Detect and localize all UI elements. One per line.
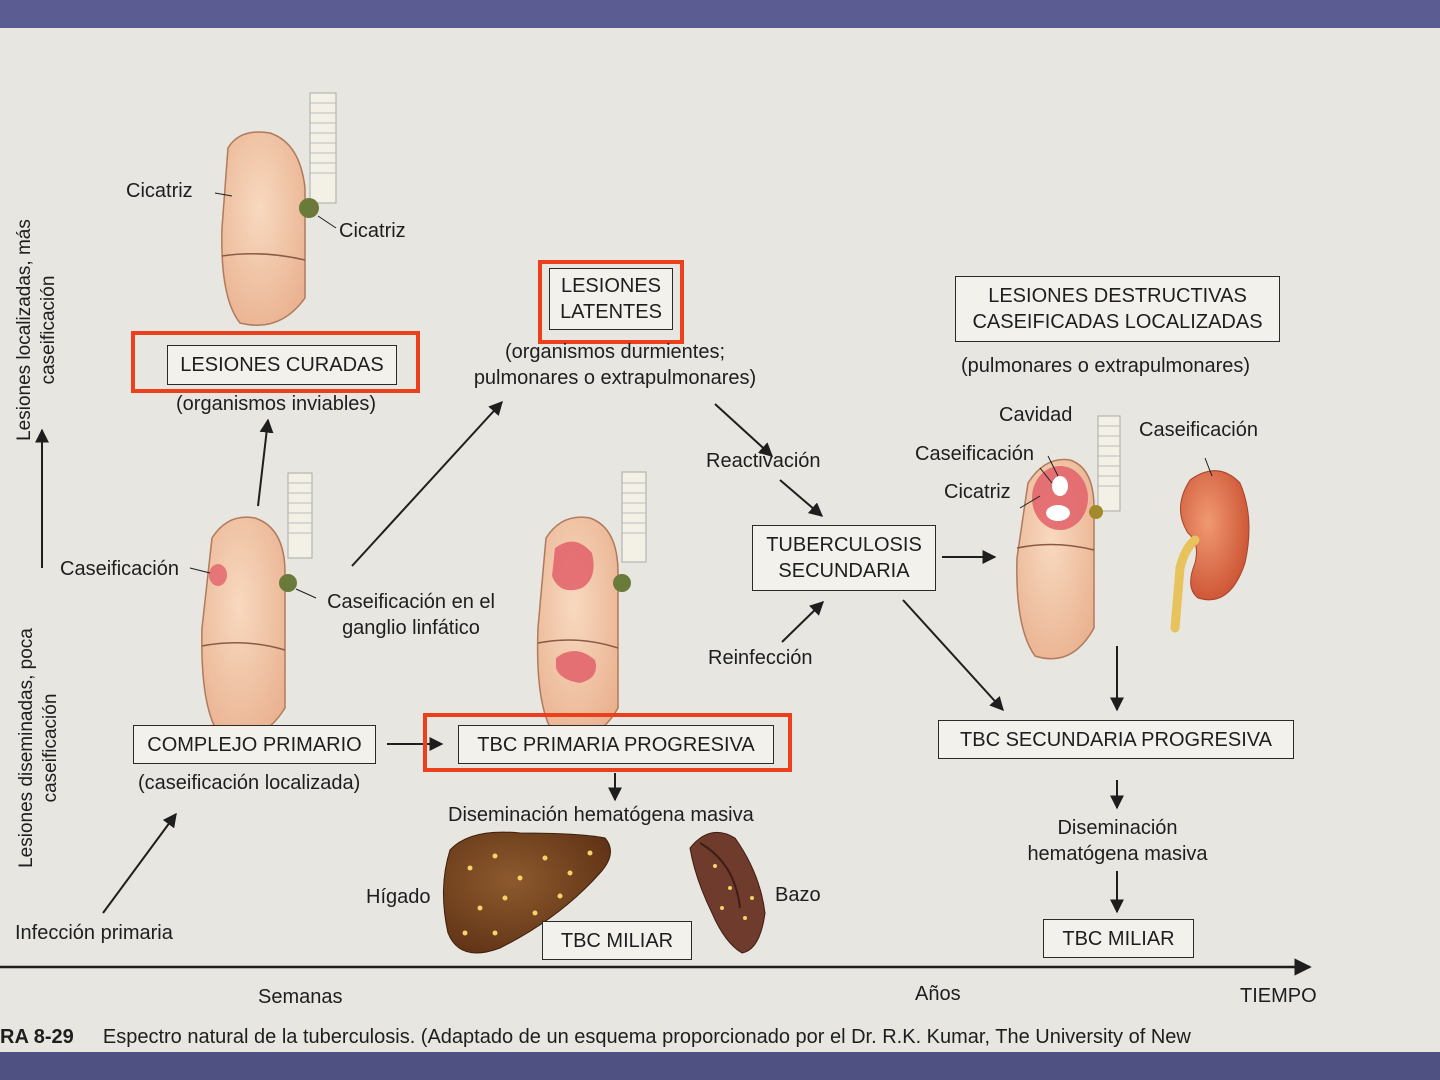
label-caseificacion-right-2: Caseificación [1139,419,1258,441]
axis-label-localized: Lesiones localizadas, más caseificación [14,219,59,441]
box-tbc-secundaria-progresiva: TBC SECUNDARIA PROGRESIVA [938,720,1294,759]
label-cicatriz-right: Cicatriz [944,481,1011,503]
label-reinfeccion: Reinfección [708,647,813,669]
label-pulmonares-extra: (pulmonares o extrapulmonares) [961,355,1251,377]
kidney-illustration [1170,457,1250,633]
label-diseminacion-2: Diseminación hematógena masiva [1027,817,1208,865]
liver-illustration [443,831,611,954]
label-organismos-inviables: (organismos inviables) [176,393,377,415]
label-semanas: Semanas [258,986,343,1008]
highlight-lesiones-latentes [538,260,684,344]
label-caseificacion-left: Caseificación [60,558,179,580]
label-tiempo: TIEMPO [1240,985,1317,1007]
label-cicatriz-2: Cicatriz [339,220,406,242]
highlight-lesiones-curadas [131,331,420,393]
label-organismos-durmientes: (organismos durmientes; pulmonares o ext… [473,341,757,389]
bottom-bar [0,1052,1440,1080]
label-infeccion-primaria: Infección primaria [15,922,173,944]
box-lesiones-latentes: LESIONES LATENTES [549,268,673,330]
spleen-illustration [689,831,766,954]
box-lesiones-destructivas: LESIONES DESTRUCTIVAS CASEIFICADAS LOCAL… [955,276,1280,342]
caption-text: Espectro natural de la tuberculosis. (Ad… [102,1026,1191,1048]
box-tbc-primaria-progresiva: TBC PRIMARIA PROGRESIVA [458,725,774,764]
diagram-graphics [0,92,1312,976]
lung-healed-illustration [214,92,337,326]
label-cavidad: Cavidad [999,404,1073,426]
label-anos: Años [915,983,961,1005]
label-caseificacion-right-1: Caseificación [915,443,1034,465]
lung-destructive-illustration [1016,415,1121,660]
label-bazo: Bazo [775,884,821,906]
lung-primary-illustration [189,472,317,740]
caption-figure-number: RA 8-29 [0,1026,74,1048]
top-bar [0,0,1440,28]
box-lesiones-curadas: LESIONES CURADAS [167,345,397,385]
box-tuberculosis-secundaria: TUBERCULOSIS SECUNDARIA [752,525,936,591]
label-reactivacion: Reactivación [706,450,821,472]
label-higado: Hígado [366,886,431,908]
box-tbc-miliar-2: TBC MILIAR [1043,919,1194,958]
label-caseificacion-ganglio: Caseificación en el ganglio linfático [327,591,495,639]
diagram-page: Cicatriz Cicatriz LESIONES CURADAS (orga… [0,28,1440,1052]
figure-caption: RA 8-29 Espectro natural de la tuberculo… [0,1026,1191,1049]
label-cicatriz-1: Cicatriz [126,180,193,202]
axis-label-disseminated: Lesiones diseminadas, poca caseificación [16,628,61,868]
highlight-tbc-primaria-progresiva [423,713,792,772]
box-complejo-primario: COMPLEJO PRIMARIO [133,725,376,764]
label-caseificacion-localizada: (caseificación localizada) [138,772,361,794]
arrows [35,400,1124,914]
box-tbc-miliar-1: TBC MILIAR [542,921,692,960]
lung-progressive-illustration [536,471,647,740]
label-diseminacion-1: Diseminación hematógena masiva [448,804,754,826]
